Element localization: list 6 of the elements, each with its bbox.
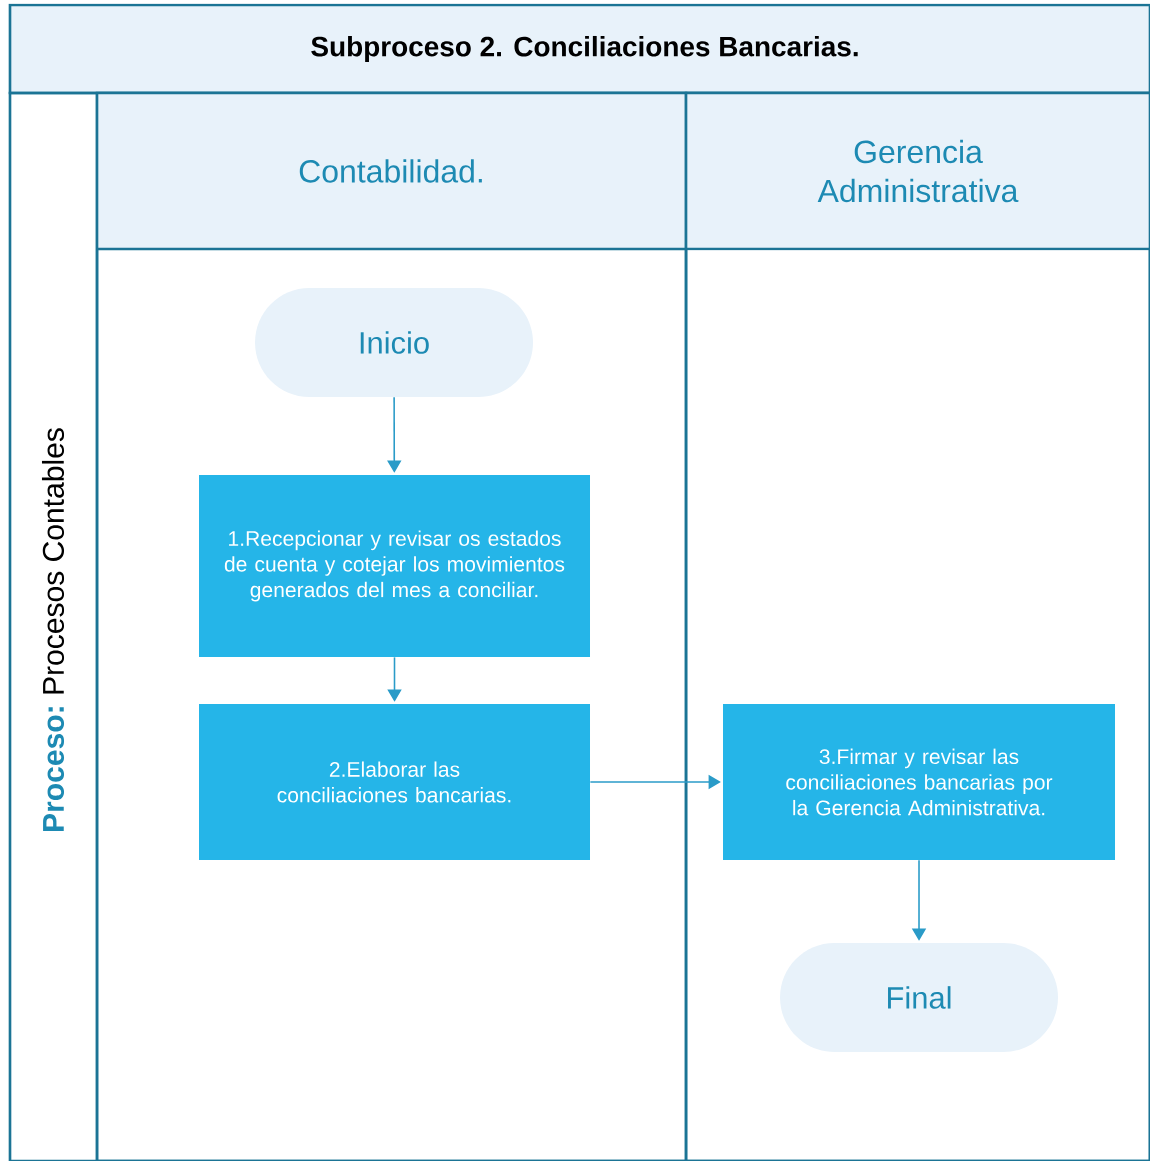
process-box: 2.Elaborar las conciliaciones bancarias. <box>199 704 590 860</box>
title-band: Subproceso 2. Conciliaciones Bancarias. <box>8 3 1150 95</box>
process-box: 1.Recepcionar y revisar os estados de cuenta y cotejar los movimientos generados del mes a conciliar. <box>199 475 590 657</box>
arrow <box>387 396 402 473</box>
process-box: 3.Firmar y revisar las conciliaciones bancarias por la Gerencia Administrativa. <box>723 704 1115 860</box>
arrow <box>387 656 402 702</box>
